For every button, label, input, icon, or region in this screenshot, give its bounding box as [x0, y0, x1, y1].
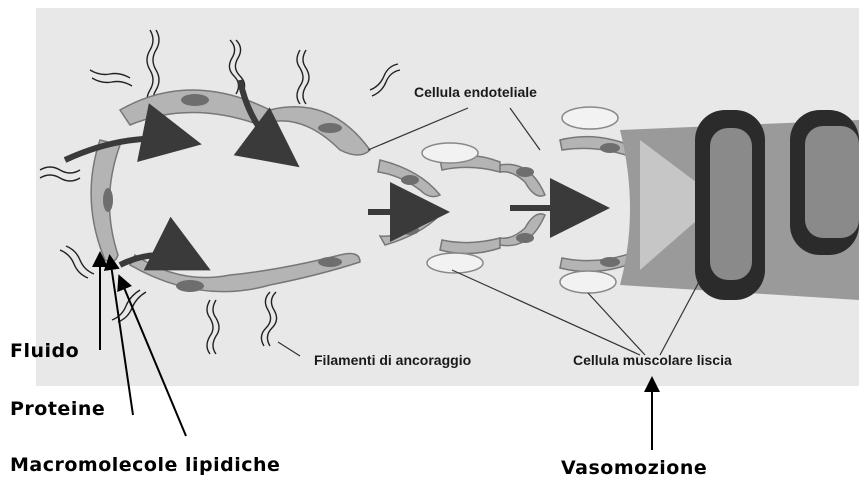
- label-macromolecole-lipidiche: Macromolecole lipidiche: [10, 454, 280, 476]
- collecting-vessel: [620, 110, 859, 300]
- label-cellula-muscolare-liscia: Cellula muscolare liscia: [573, 352, 732, 368]
- label-proteine: Proteine: [10, 398, 105, 420]
- label-cellula-endoteliale: Cellula endoteliale: [414, 84, 537, 100]
- label-filamenti-di-ancoraggio: Filamenti di ancoraggio: [314, 352, 471, 368]
- label-vasomozione: Vasomozione: [561, 457, 707, 479]
- label-fluido: Fluido: [10, 340, 79, 362]
